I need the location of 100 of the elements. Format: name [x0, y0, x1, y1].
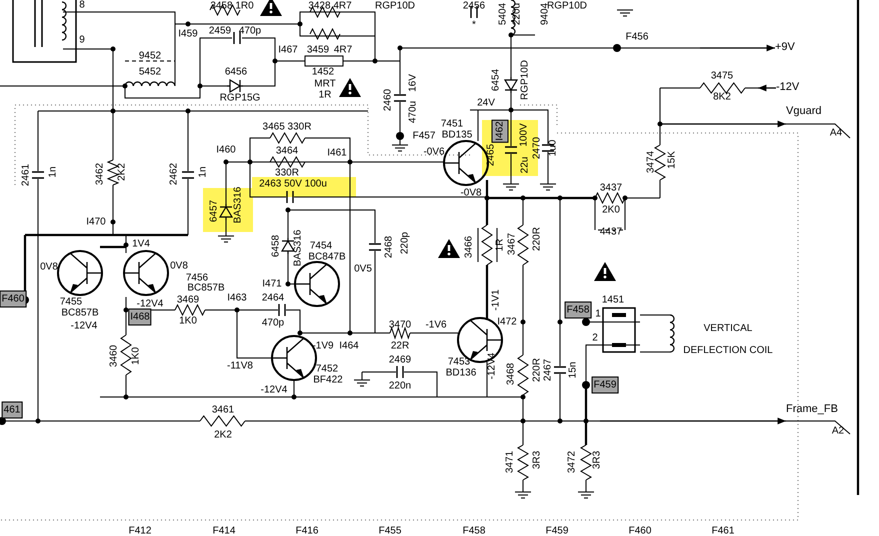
component-label: I467	[278, 44, 298, 56]
component-label: 3428 4R7	[308, 0, 352, 12]
component-label: -1V9	[312, 340, 334, 352]
component-label: 7454	[310, 240, 332, 252]
component-label: 3R3	[592, 450, 602, 470]
component-label: 2468	[384, 236, 394, 258]
component-label: 2463 50V 100u	[259, 178, 327, 190]
component-label: 3472	[566, 450, 578, 474]
component-label: 3470	[388, 320, 412, 330]
component-label: 2467	[542, 358, 554, 382]
component-label: 6456	[224, 66, 248, 78]
component-label: F412	[128, 526, 152, 536]
component-label: 3471	[504, 450, 516, 474]
component-label: 2456	[462, 0, 486, 12]
signal-label: -12V	[776, 81, 800, 94]
component-label: 2459	[208, 26, 232, 36]
component-label: I463	[227, 292, 247, 304]
component-label: 2461	[20, 164, 32, 186]
component-label: -0V8	[460, 188, 482, 198]
component-label: 1451	[602, 294, 624, 306]
component-label: 6457	[208, 200, 220, 222]
test-point-label: F459	[592, 376, 618, 394]
component-label: 3462	[94, 162, 106, 186]
component-label: -12V4	[260, 384, 288, 396]
component-label: F455	[378, 526, 402, 536]
component-label: 3468	[506, 362, 516, 386]
component-label: 3467	[506, 232, 518, 256]
signal-label: Frame_FB	[786, 403, 838, 416]
component-label: 1452	[312, 66, 334, 78]
component-label: 470p	[262, 318, 284, 328]
component-label: I460	[216, 144, 236, 156]
component-label: 7456	[186, 272, 208, 284]
component-label: F456	[626, 32, 648, 42]
component-label: 7455	[60, 296, 82, 308]
component-label: 2462	[168, 162, 180, 186]
component-label: F460	[628, 526, 652, 536]
arrow	[700, 44, 775, 52]
component-label: 1V4	[132, 238, 150, 250]
component-label: 0V5	[354, 264, 372, 274]
component-label: 2	[592, 332, 598, 344]
component-label: 220R	[532, 227, 542, 251]
component-label: 1n	[198, 166, 208, 178]
component-label: 1n	[48, 166, 58, 178]
component-label: 470p	[238, 26, 262, 36]
component-label: F414	[212, 526, 236, 536]
component-label: -12V4	[70, 320, 98, 332]
component-label: 3464	[276, 146, 298, 156]
component-label: VERTICAL DEFLECTION COIL	[682, 322, 774, 358]
component-label: I470	[86, 216, 106, 228]
component-label: 24V	[477, 98, 495, 108]
component-label: 7452	[316, 364, 338, 374]
component-label: I459	[178, 28, 198, 40]
component-label: 0V8	[40, 262, 58, 272]
component-label: 2464	[262, 292, 284, 304]
component-label: F457	[412, 130, 436, 142]
component-label: 3465 330R	[262, 122, 312, 132]
component-label: 220n	[388, 380, 412, 392]
test-point-label: F458	[564, 302, 592, 318]
component-label: A4	[830, 128, 842, 138]
component-label: 3466	[464, 236, 474, 258]
component-label: 3459	[306, 44, 330, 56]
component-label: 2K2	[116, 163, 128, 181]
component-label: 2460	[382, 88, 394, 112]
arrow	[758, 84, 776, 92]
arrow	[600, 418, 786, 424]
component-label: -11V8	[227, 360, 253, 372]
test-point-label: I462	[492, 119, 508, 143]
component-label: *	[472, 20, 476, 30]
arrow	[660, 120, 786, 128]
component-label: 22R	[390, 340, 410, 352]
component-label: F416	[296, 526, 318, 536]
test-point-label: I468	[128, 308, 152, 326]
component-label: 1u0	[548, 140, 558, 156]
component-label: 2K2	[214, 430, 232, 440]
component-label: 1	[595, 308, 601, 320]
component-label: 22u	[520, 156, 530, 174]
component-label: I472	[497, 316, 517, 328]
component-label: A2	[832, 426, 844, 436]
component-label: -0V6	[423, 146, 445, 158]
component-label: I461	[327, 148, 347, 158]
component-label: 470u	[408, 100, 418, 124]
component-label: 8K2	[713, 92, 731, 102]
component-label: 9452	[138, 50, 162, 62]
component-label: 220R	[532, 358, 542, 382]
test-point-label: 461	[2, 402, 22, 418]
component-label: RGP10D	[375, 0, 415, 12]
component-label: 0V8	[170, 260, 188, 272]
component-label: 100V	[518, 123, 530, 147]
component-label: 3437	[600, 182, 622, 194]
component-label: 6458	[270, 234, 282, 258]
component-label: 3475	[710, 70, 734, 82]
component-label: 330R	[275, 168, 299, 178]
component-label: 8	[79, 0, 85, 10]
component-label: 220p	[400, 232, 410, 254]
component-label: 5452	[138, 66, 162, 78]
component-label: 2470	[532, 136, 542, 160]
component-label: I464	[339, 340, 359, 352]
component-label: 3474	[646, 150, 656, 174]
component-label: 3461	[212, 404, 234, 416]
component-label: 15K	[666, 151, 678, 169]
